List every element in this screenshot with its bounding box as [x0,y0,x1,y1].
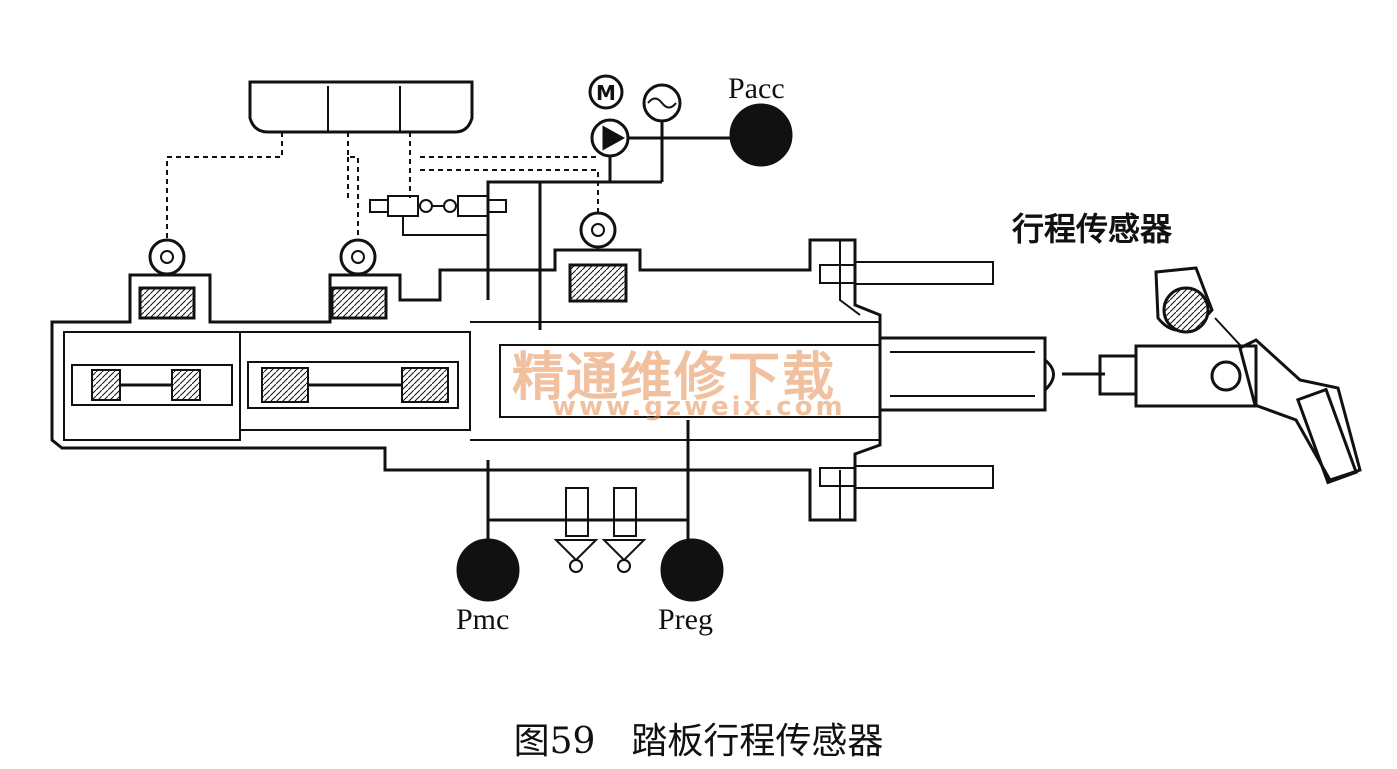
pmc-label: Pmc [456,603,510,636]
watermark-text: 精通维修下载 [512,347,837,408]
fluid-reservoir [248,80,474,134]
preg-label: Preg [658,603,713,636]
accumulator-line [486,121,746,330]
stroke-sensor-label: 行程传感器 [1012,210,1173,248]
inlet-valves [138,211,628,320]
output-valves [553,487,647,573]
pump-motor-unit: M [588,74,682,158]
watermark-url: www.gzweix.com [552,392,846,422]
accumulator-pacc [729,103,793,167]
pacc-label: Pacc [728,72,785,105]
master-cylinder-body [50,238,882,522]
return-lines [166,132,599,240]
solenoid-valves-top [369,195,507,236]
accumulator-pmc [456,538,520,602]
push-rod-assembly [499,336,1258,418]
motor-icon [588,74,624,110]
motor-symbol: M [596,81,616,105]
stroke-sensor-icon [1154,266,1241,346]
accumulator-preg [660,538,724,602]
pedal-assembly [1238,338,1362,485]
primary-piston [71,361,459,409]
guide-rods [819,261,994,489]
figure-caption: 图59 踏板行程传感器 [513,721,884,762]
